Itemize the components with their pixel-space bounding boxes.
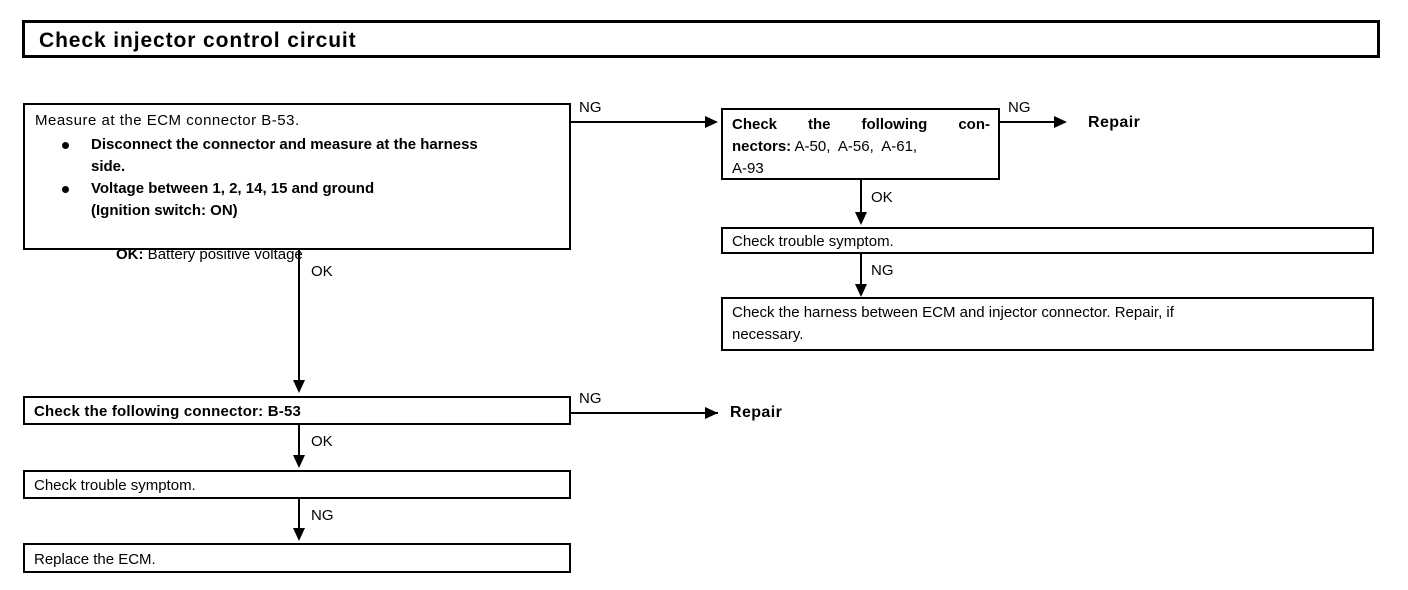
harness-text: Check the harness between ECM and inject… (732, 304, 1174, 343)
edge-line-symptom-to-replace (298, 499, 300, 530)
edge-label-measure-to-connectors: NG (579, 99, 602, 116)
edge-line-b53-to-repair (571, 412, 718, 414)
page-title: Check injector control circuit (39, 29, 357, 52)
connectors-label-line2-rest: A-50, A-56, A-61, (791, 138, 918, 155)
edge-arrowhead-measure-to-connectors (705, 116, 718, 128)
connector-b53-text: Check the following connector: B-53 (34, 403, 302, 420)
connectors-label-line3: A-93 (732, 160, 764, 177)
edge-arrowhead-connectors-to-repair (1054, 116, 1067, 128)
edge-label-measure-to-b53: OK (311, 263, 333, 280)
measure-ok-value: Battery positive voltage (143, 246, 303, 263)
edge-arrowhead-connectors-to-symptom (855, 212, 867, 225)
edge-label-symptom-to-harness: NG (871, 262, 894, 279)
terminal-repair-bottom: Repair (730, 404, 783, 421)
step-box-check-harness-ecm-injector: Check the harness between ECM and inject… (721, 297, 1374, 351)
connectors-label-line2-bold: nectors: (732, 138, 792, 155)
connectors-label-line2: nectors: A-50, A-56, A-61, (732, 136, 917, 158)
edge-arrowhead-b53-to-repair (705, 407, 718, 419)
step-box-check-trouble-symptom-right: Check trouble symptom. (721, 227, 1374, 254)
replace-ecm-text: Replace the ECM. (34, 551, 156, 568)
connectors-label-line1: Check the following con- (732, 116, 990, 133)
edge-label-b53-to-repair: NG (579, 390, 602, 407)
title-bar: Check injector control circuit (22, 20, 1380, 58)
measure-header-text: Measure at the ECM connector B-53. (35, 112, 300, 129)
terminal-repair-top: Repair (1088, 114, 1141, 131)
step-box-measure-ecm-connector: Measure at the ECM connector B-53. Disco… (23, 103, 571, 263)
step-box-check-connector-b53: Check the following connector: B-53 (23, 396, 571, 425)
edge-arrowhead-symptom-to-harness (855, 284, 867, 297)
measure-ok-criterion: OK: Battery positive voltage (91, 222, 303, 288)
edge-line-b53-to-symptom (298, 425, 300, 457)
edge-arrowhead-symptom-to-replace (293, 528, 305, 541)
edge-arrowhead-measure-to-b53 (293, 380, 305, 393)
measure-ok-prefix: OK: (116, 246, 144, 263)
edge-label-connectors-to-repair: NG (1008, 99, 1031, 116)
step-box-check-trouble-symptom-left: Check trouble symptom. (23, 470, 571, 499)
edge-arrowhead-b53-to-symptom (293, 455, 305, 468)
bullet-dot-icon (62, 142, 69, 149)
edge-label-connectors-to-symptom: OK (871, 189, 893, 206)
edge-line-connectors-to-symptom (860, 180, 862, 214)
symptom-right-text: Check trouble symptom. (732, 233, 894, 250)
measure-bullet-1-text: Disconnect the connector and measure at … (91, 136, 478, 175)
edge-label-b53-to-symptom: OK (311, 433, 333, 450)
edge-line-connectors-to-repair (1000, 121, 1056, 123)
step-box-check-connectors-a-group: Check the following con- nectors: A-50, … (721, 108, 1000, 180)
edge-line-measure-to-connectors (571, 121, 707, 123)
bullet-dot-icon (62, 186, 69, 193)
step-box-replace-ecm: Replace the ECM. (23, 543, 571, 573)
measure-bullet-2-text: Voltage between 1, 2, 14, 15 and ground … (91, 180, 375, 219)
edge-line-measure-to-b53 (298, 250, 300, 381)
edge-label-symptom-to-replace: NG (311, 507, 334, 524)
symptom-left-text: Check trouble symptom. (34, 477, 196, 494)
edge-line-symptom-to-harness (860, 254, 862, 287)
